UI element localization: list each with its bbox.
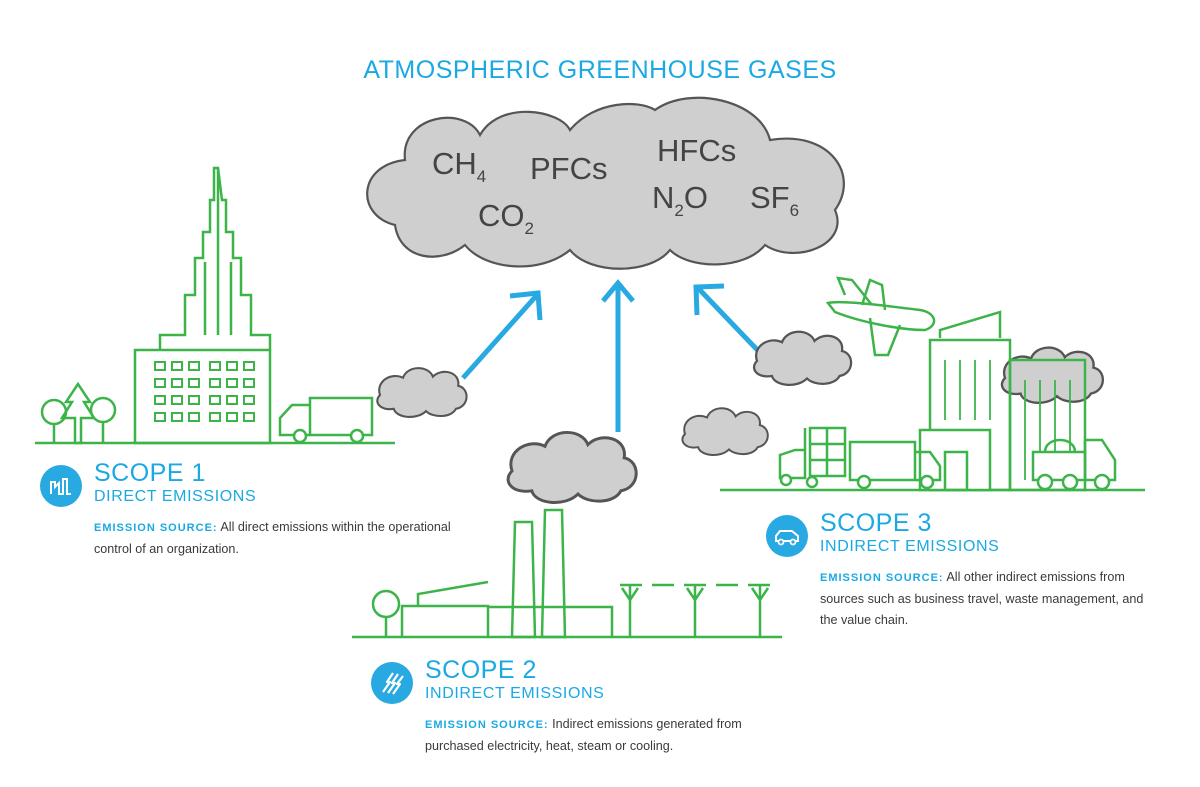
scope-3-title: SCOPE 3 bbox=[820, 509, 932, 537]
factory-icon bbox=[40, 465, 82, 507]
gas-sf6: SF6 bbox=[750, 180, 800, 220]
scope-2-subtitle: INDIRECT EMISSIONS bbox=[425, 685, 605, 702]
scope2-scene bbox=[352, 508, 782, 639]
gas-hfcs: HFCs bbox=[657, 133, 737, 168]
main-cloud bbox=[366, 96, 845, 270]
scope-2-title: SCOPE 2 bbox=[425, 656, 537, 684]
scope-1-source-label: EMISSION SOURCE: bbox=[94, 522, 218, 534]
scope-1-description: EMISSION SOURCE: All direct emissions wi… bbox=[94, 520, 451, 556]
page-title: ATMOSPHERIC GREENHOUSE GASES bbox=[363, 56, 837, 84]
scope-1-subtitle: DIRECT EMISSIONS bbox=[94, 488, 257, 505]
arrows bbox=[461, 279, 767, 432]
car-icon bbox=[766, 515, 808, 557]
scope-1-title: SCOPE 1 bbox=[94, 459, 206, 487]
gas-n2o: N2O bbox=[652, 180, 708, 220]
scope3-scene bbox=[720, 276, 1145, 492]
gas-co2: CO2 bbox=[478, 198, 534, 238]
gas-ch4: CH4 bbox=[432, 146, 487, 186]
lightning-icon bbox=[371, 662, 413, 704]
scope-2-description: EMISSION SOURCE: Indirect emissions gene… bbox=[425, 717, 742, 753]
scope1-scene bbox=[35, 166, 395, 445]
scope-3-source-label: EMISSION SOURCE: bbox=[820, 572, 944, 584]
gas-pfcs: PFCs bbox=[530, 151, 608, 186]
scope-3-subtitle: INDIRECT EMISSIONS bbox=[820, 538, 1000, 555]
smoke-clouds bbox=[376, 330, 1105, 504]
scope-2-source-label: EMISSION SOURCE: bbox=[425, 719, 549, 731]
scope-3-description: EMISSION SOURCE: All other indirect emis… bbox=[820, 570, 1144, 627]
